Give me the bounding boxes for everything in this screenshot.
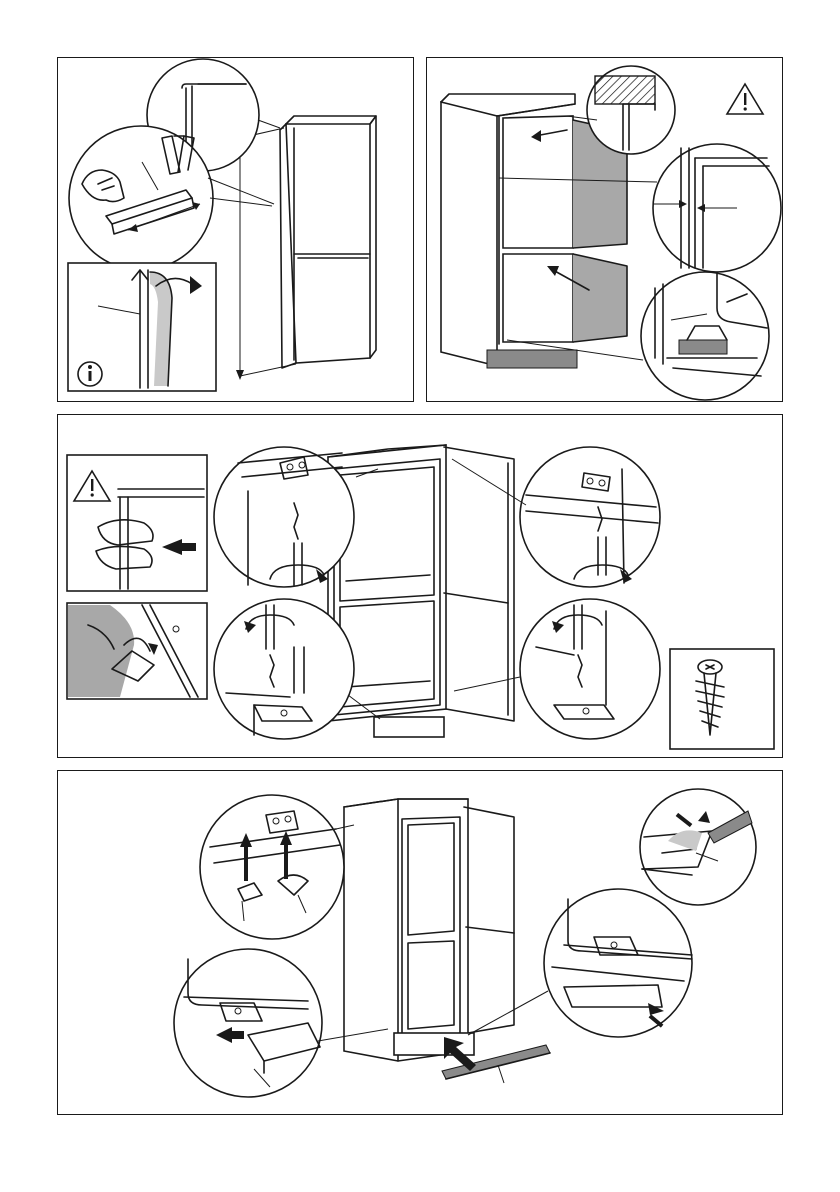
measure-illustration: [58, 58, 415, 403]
seal-inset: [68, 263, 216, 391]
align-illustration: [427, 58, 784, 403]
plinth-detail-right: [468, 889, 692, 1037]
hand-bracket-inset: [67, 603, 207, 699]
panel-covers: [57, 770, 783, 1115]
hinge-caps: [200, 795, 354, 939]
fridge-front: [499, 116, 627, 344]
fridge-body: [280, 116, 376, 368]
hand-push-inset: [67, 455, 207, 591]
cutter-trim: [640, 789, 756, 905]
screw-top-right: [452, 447, 660, 587]
appliance: [344, 799, 514, 1061]
panel-align: [426, 57, 783, 402]
warning-icon: [727, 84, 763, 114]
panel-fix: [57, 414, 783, 758]
covers-illustration: [58, 771, 784, 1116]
plinth-cover: [442, 1037, 550, 1083]
open-appliance: [328, 445, 514, 737]
panel-measure: [57, 57, 414, 402]
info-icon: [78, 362, 102, 386]
screw-bottom-right: [454, 599, 660, 739]
screw-icon: [670, 649, 774, 749]
fix-illustration: [58, 415, 784, 759]
